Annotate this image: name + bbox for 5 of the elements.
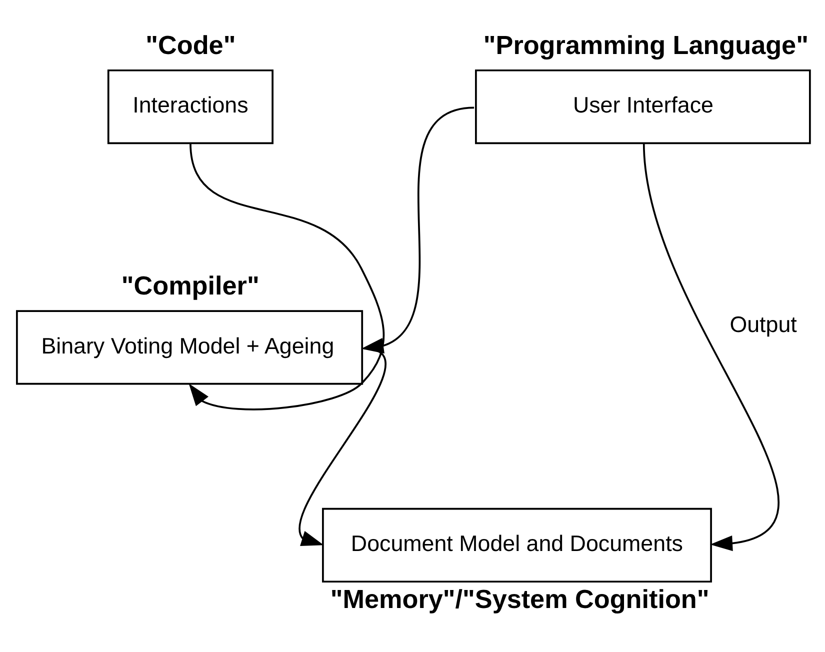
node-label: "Compiler" bbox=[121, 270, 260, 301]
node-label: "Memory"/"System Cognition" bbox=[330, 584, 710, 614]
node-label: "Programming Language" bbox=[483, 30, 808, 60]
node-label: "Code" bbox=[146, 30, 236, 60]
edge-label: Output bbox=[730, 312, 797, 337]
